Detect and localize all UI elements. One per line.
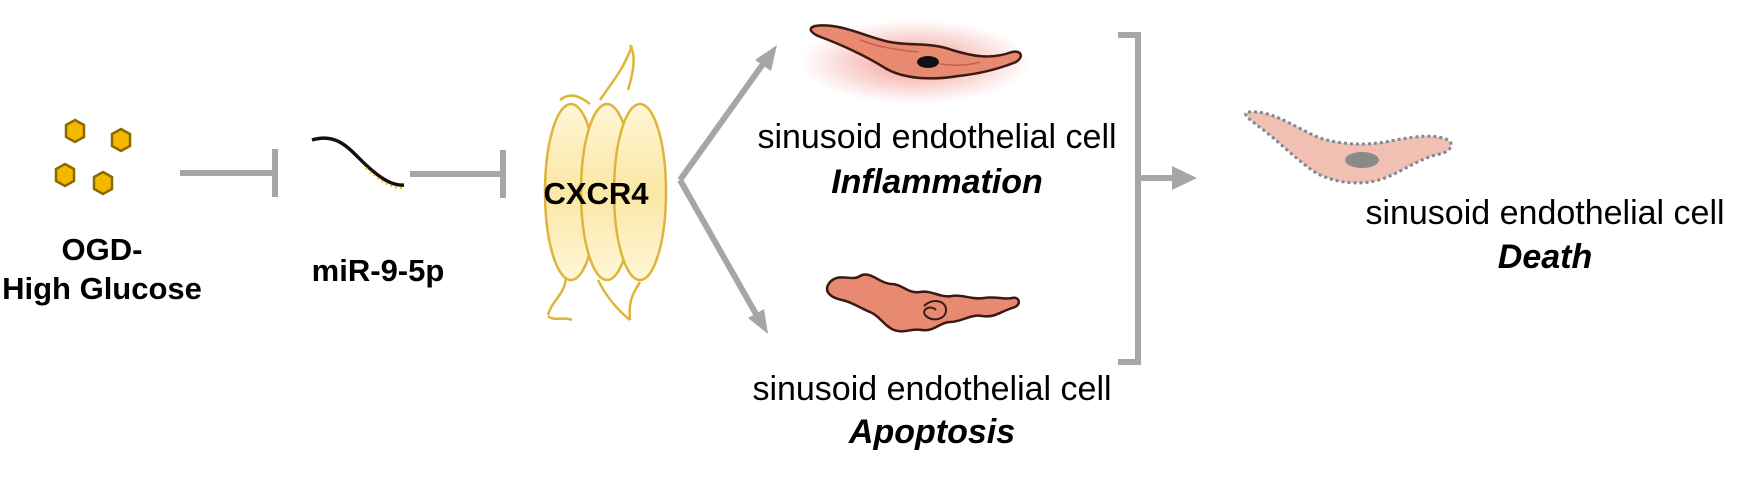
arrow-to-inflammation — [755, 45, 777, 71]
inhibition-arrow-2 — [410, 150, 506, 198]
inhibition-arrow-1 — [180, 149, 278, 197]
death-state-label: Death — [1497, 238, 1593, 276]
dead-cell-icon — [1244, 110, 1453, 185]
inflammation-cell-title: sinusoid endothelial cell — [757, 118, 1117, 156]
convergence-bracket — [1118, 32, 1175, 365]
death-cell-title: sinusoid endothelial cell — [1365, 194, 1725, 232]
stimulus-label-line1: OGD- — [61, 232, 143, 267]
mirna-label: miR-9-5p — [311, 253, 445, 288]
apoptosis-state-label: Apoptosis — [848, 413, 1016, 451]
apoptosis-cell-title: sinusoid endothelial cell — [752, 370, 1112, 408]
arrow-to-apoptosis — [748, 309, 768, 334]
transmembrane-receptor-icon — [543, 44, 668, 322]
hexagon-cluster-icon — [54, 118, 132, 196]
inflammation-state-label: Inflammation — [831, 163, 1043, 201]
apoptotic-cell-icon — [825, 273, 1020, 333]
mirna-strand-icon — [311, 136, 405, 190]
receptor-label: CXCR4 — [543, 176, 649, 211]
activation-arrows — [677, 62, 766, 316]
inflamed-cell-icon — [800, 20, 1030, 104]
arrow-to-death — [1172, 166, 1197, 190]
stimulus-label-line2: High Glucose — [2, 271, 202, 306]
